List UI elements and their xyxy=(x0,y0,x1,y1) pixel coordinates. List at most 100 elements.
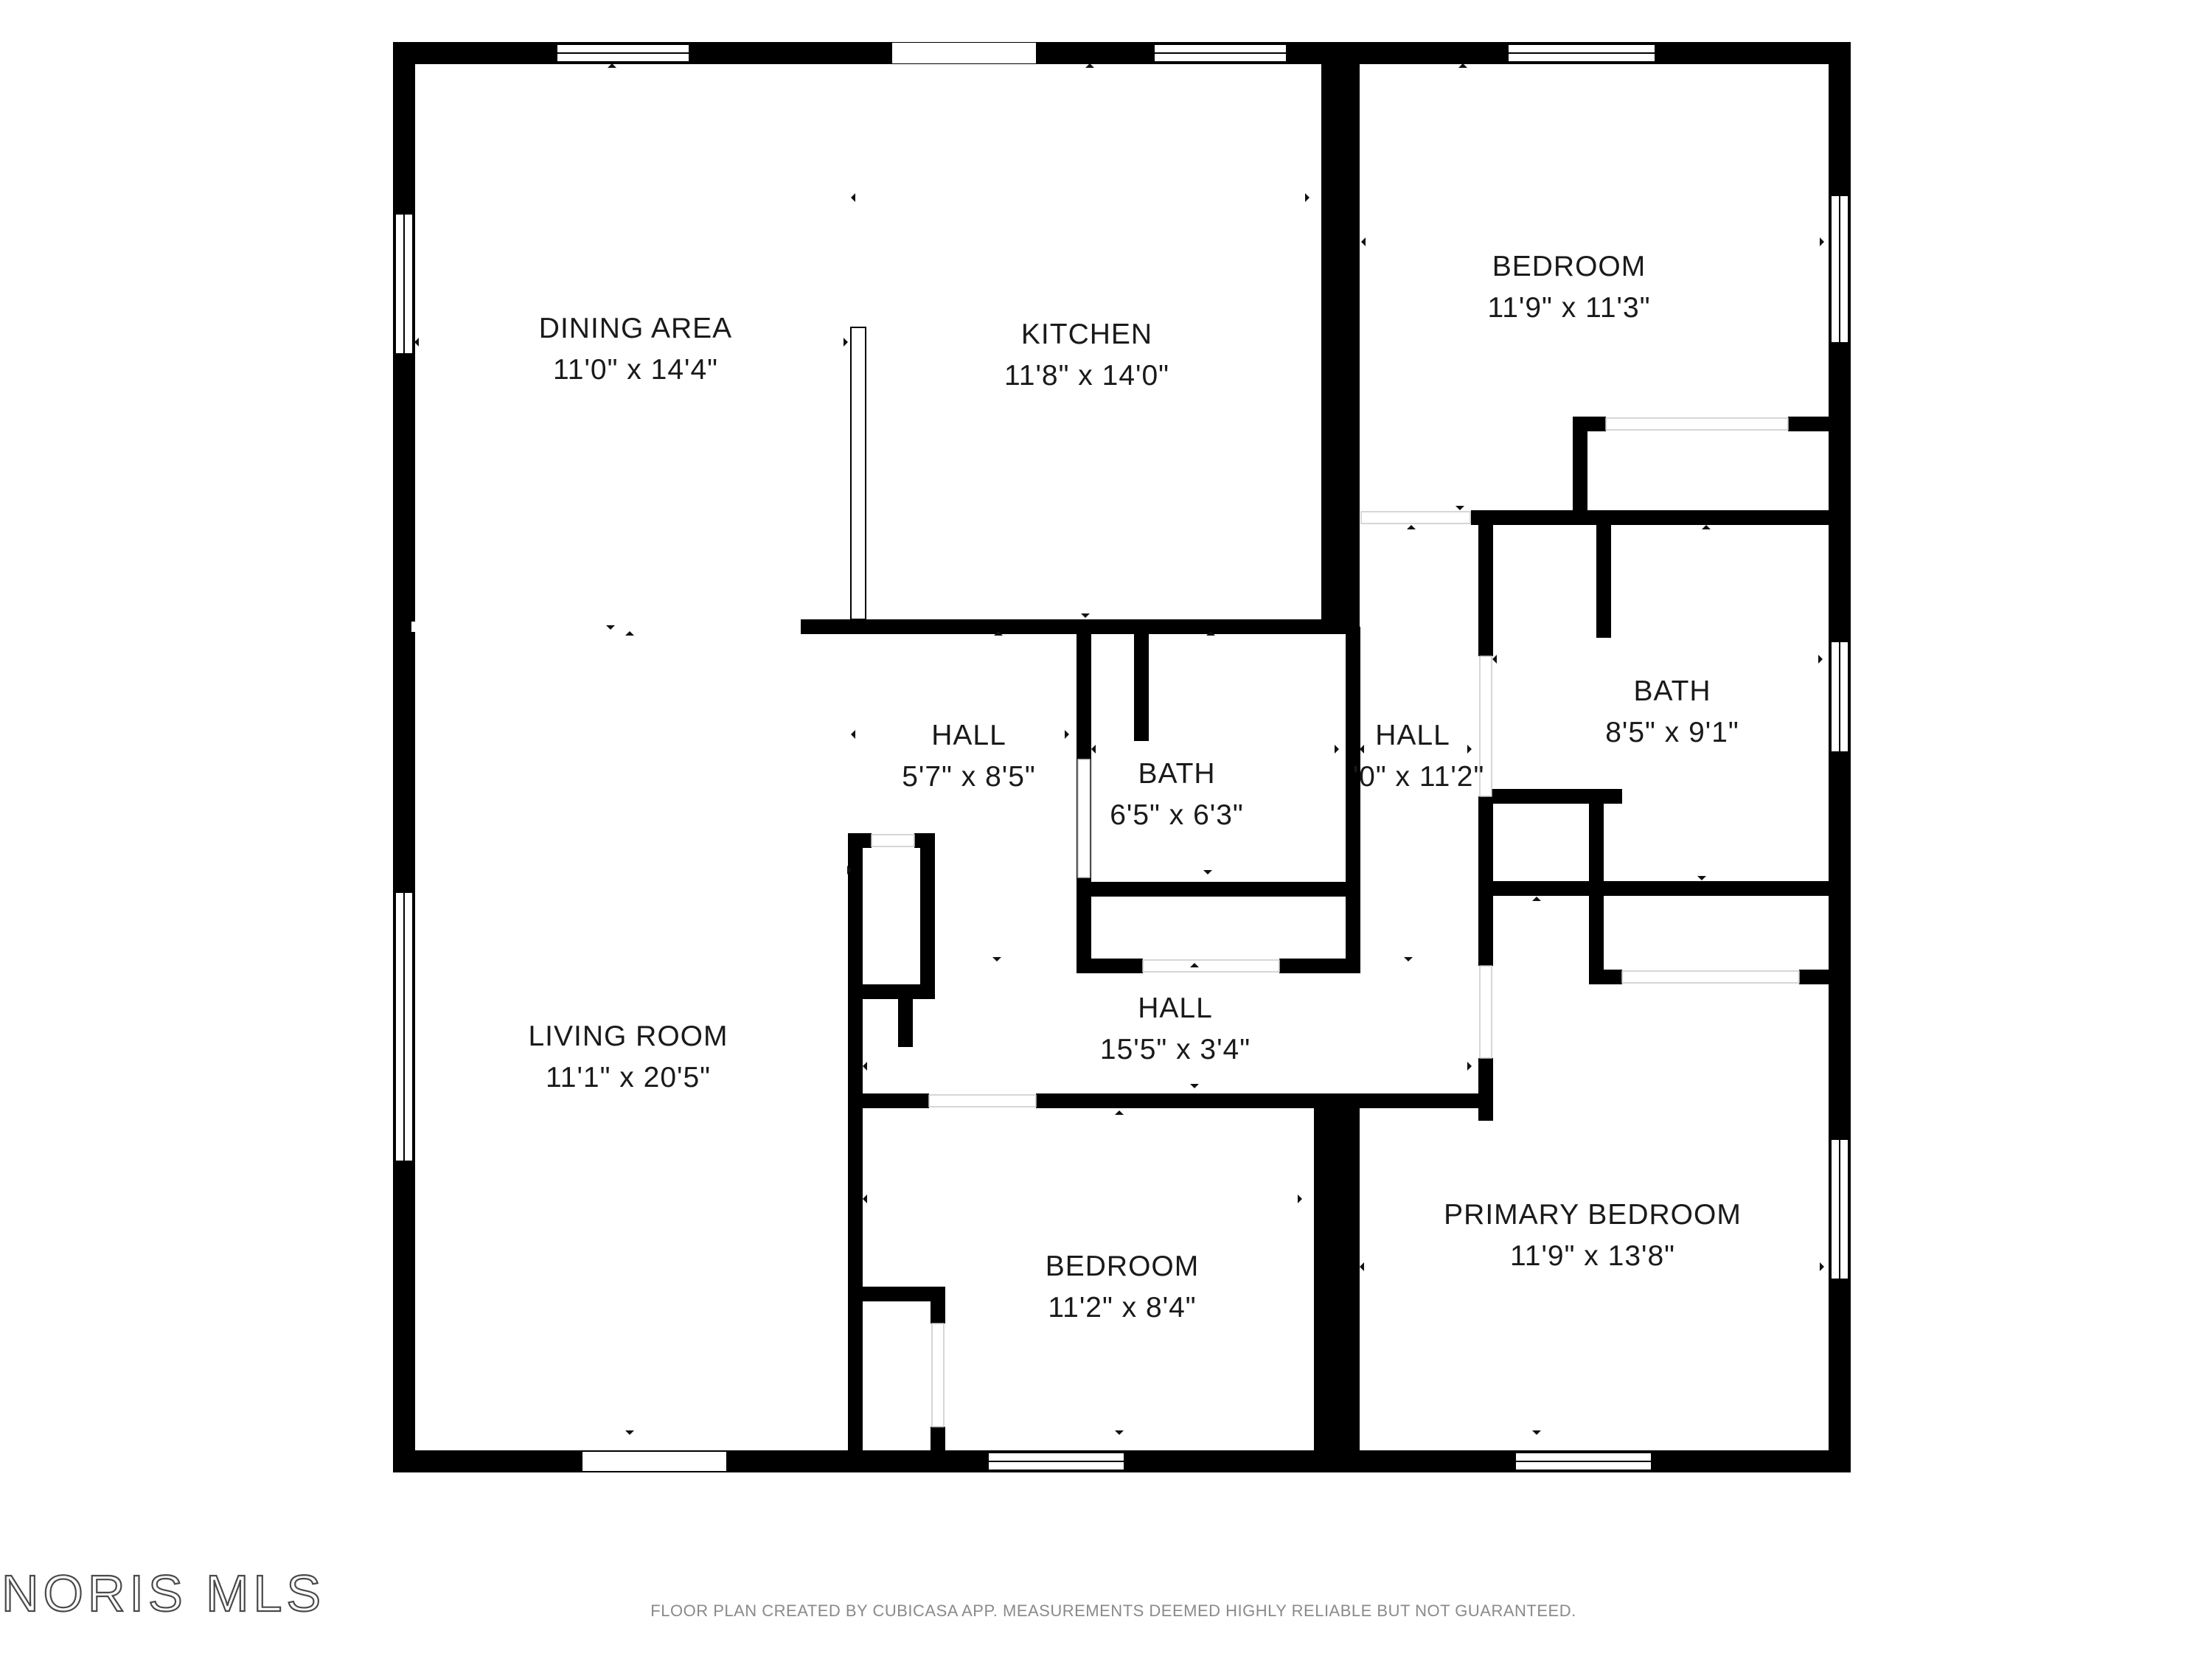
room-dimensions: 11'1" x 20'5" xyxy=(546,1062,711,1093)
dimension-marker xyxy=(851,193,855,202)
dimension-marker xyxy=(1335,745,1339,754)
closet-left-north-left xyxy=(848,833,872,848)
room-name: BATH xyxy=(1633,675,1711,707)
dimension-marker xyxy=(1697,876,1706,880)
watermark-logo: NORIS MLS xyxy=(1,1565,325,1622)
bath-center-east-wall xyxy=(1346,627,1360,973)
primary-closet-north-right xyxy=(1799,970,1840,984)
window xyxy=(1153,44,1287,63)
doorway xyxy=(1077,759,1091,878)
window xyxy=(1830,641,1849,753)
dimension-marker xyxy=(863,1194,867,1203)
bedroom-bottom-closet-east-low xyxy=(931,1427,945,1464)
window xyxy=(1830,1138,1849,1280)
dimension-marker xyxy=(1065,730,1069,739)
hall-lower-south-right xyxy=(1036,1093,1493,1108)
hall-lower-south-left xyxy=(848,1093,929,1108)
room-bedroom-bottom: BEDROOM 11'2" x 8'4" xyxy=(1046,1251,1199,1324)
dimension-marker xyxy=(1298,1194,1302,1203)
bedroom-top-south-wall xyxy=(1471,510,1851,525)
doorway xyxy=(928,1094,1037,1107)
room-dimensions: 11'2" x 8'4" xyxy=(1048,1292,1196,1324)
room-dimensions: 8'5" x 9'1" xyxy=(1605,717,1739,748)
narrow-hall-east-wall xyxy=(1478,516,1493,656)
dimension-marker xyxy=(1455,506,1464,510)
closet-south-wall-left xyxy=(1077,959,1143,973)
bedroom-top-closet-north-left xyxy=(1573,417,1606,431)
closet-door xyxy=(1605,417,1789,431)
dimension-marker xyxy=(1206,631,1215,636)
window xyxy=(556,44,690,63)
bath-right-stub xyxy=(1596,520,1611,638)
bath-center-stub xyxy=(1134,627,1149,741)
closet-left-stub xyxy=(898,992,913,1047)
room-hall-narrow: HALL '0" x 11'2" xyxy=(1353,720,1485,793)
narrow-hall-east-wall-bottom xyxy=(1478,1058,1493,1121)
room-bath-center: BATH 6'5" x 6'3" xyxy=(1110,758,1244,831)
dimension-marker xyxy=(1404,957,1413,961)
room-hall-upper: HALL 5'7" x 8'5" xyxy=(902,720,1035,793)
room-dimensions: 11'9" x 11'3" xyxy=(1487,292,1650,324)
interior-openings xyxy=(871,417,1800,1427)
room-hall-lower: HALL 15'5" x 3'4" xyxy=(1100,992,1250,1065)
window xyxy=(1507,44,1656,63)
bath-right-south-wall xyxy=(1486,881,1851,896)
window xyxy=(394,891,414,1162)
dimension-marker xyxy=(1081,613,1090,618)
door-opening-top xyxy=(892,43,1036,63)
dimension-marker xyxy=(1203,870,1212,874)
dimension-marker xyxy=(1360,745,1364,754)
dimension-marker xyxy=(1085,63,1094,68)
closet-left-west-wall xyxy=(848,833,863,1467)
room-name: PRIMARY BEDROOM xyxy=(1444,1199,1742,1231)
dimension-marker xyxy=(1305,193,1310,202)
dimension-marker xyxy=(1467,1062,1472,1071)
spine-wall-lower xyxy=(1314,1106,1360,1460)
bedroom-top-closet-west xyxy=(1573,417,1587,520)
dimension-marker xyxy=(1702,525,1711,529)
doorway xyxy=(1142,959,1280,973)
dimension-marker xyxy=(1361,237,1366,246)
room-name: BEDROOM xyxy=(1492,251,1646,282)
room-kitchen: KITCHEN 11'8" x 14'0" xyxy=(1004,319,1169,392)
room-living-room: LIVING ROOM 11'1" x 20'5" xyxy=(528,1020,727,1093)
room-labels: DINING AREA 11'0" x 14'4" KITCHEN 11'8" … xyxy=(528,251,1742,1324)
closet-south-wall-right xyxy=(1279,959,1360,973)
bedroom-bottom-closet-north xyxy=(848,1287,944,1301)
doorway xyxy=(1360,511,1471,524)
kitchen-divider xyxy=(850,327,866,620)
closet-door xyxy=(1621,970,1800,984)
dimension-marker xyxy=(1407,525,1416,529)
dimension-marker xyxy=(847,866,852,874)
room-dimensions: '0" x 11'2" xyxy=(1353,761,1485,793)
dimension-marker xyxy=(1190,963,1199,967)
door-opening-bottom xyxy=(582,1452,726,1471)
room-name: BATH xyxy=(1138,758,1215,790)
dimension-marker xyxy=(1360,1262,1364,1271)
window xyxy=(1514,1452,1652,1471)
room-dimensions: 11'0" x 14'4" xyxy=(553,354,718,386)
dimension-marker xyxy=(1532,1430,1541,1435)
dimension-marker xyxy=(1190,1084,1199,1088)
dimension-marker xyxy=(1820,237,1824,246)
dimension-marker xyxy=(1532,897,1541,901)
dimension-marker xyxy=(1115,1110,1124,1115)
dimension-marker xyxy=(992,957,1001,961)
bath-right-closet-east xyxy=(1589,789,1604,984)
dimension-marker xyxy=(844,338,848,347)
dimension-marker xyxy=(1467,745,1472,754)
dimension-marker xyxy=(851,730,855,739)
bath-right-closet-north xyxy=(1486,789,1622,804)
dimension-marker xyxy=(1091,745,1096,754)
spine-wall-upper xyxy=(1321,53,1360,628)
dimension-marker xyxy=(625,1430,634,1435)
room-dimensions: 6'5" x 6'3" xyxy=(1110,799,1244,831)
dimension-marker xyxy=(1818,655,1823,664)
closet-door xyxy=(931,1323,945,1427)
closet-left-south-wall xyxy=(848,984,935,999)
room-dimensions: 11'9" x 13'8" xyxy=(1510,1240,1675,1272)
dimension-marker xyxy=(1458,63,1467,68)
dimension-marker xyxy=(608,63,616,68)
dimension-markers xyxy=(414,63,1824,1435)
